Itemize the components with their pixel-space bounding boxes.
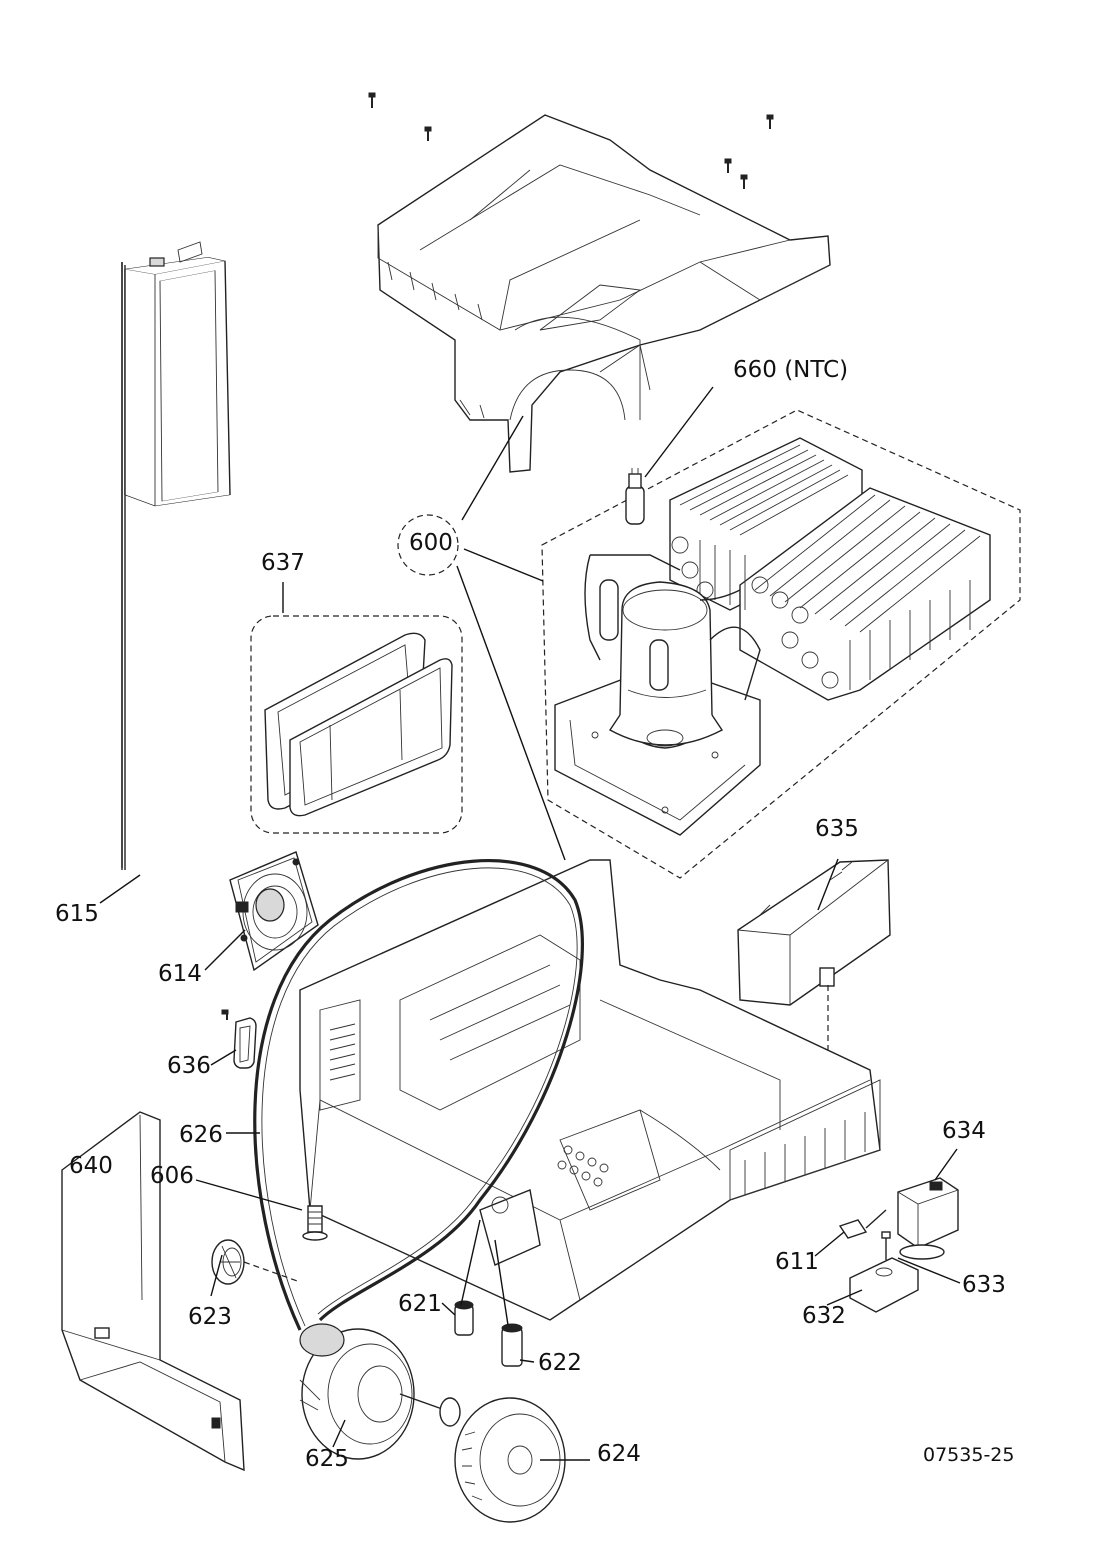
compressor [554, 554, 761, 836]
callout-640: 640 [69, 1153, 113, 1179]
panel-640 [61, 1111, 245, 1472]
callout-636: 636 [167, 1053, 211, 1079]
callout-615: 615 [55, 901, 99, 927]
callout-614: 614 [158, 961, 202, 987]
capacitor-622 [501, 1323, 523, 1367]
pulley-623-guide [243, 1261, 301, 1283]
top-housing [377, 114, 831, 473]
callout-632: 632 [802, 1303, 846, 1329]
callout-623: 623 [188, 1304, 232, 1330]
callout-622: 622 [538, 1350, 582, 1376]
callout-606: 606 [150, 1163, 194, 1189]
callout-600: 600 [409, 530, 453, 556]
refrigeration-unit-boundary [541, 409, 1021, 879]
callout-633: 633 [962, 1272, 1006, 1298]
callout-611: 611 [775, 1249, 819, 1275]
callout-624: 624 [597, 1441, 641, 1467]
gasket [264, 632, 453, 817]
pump-634 [897, 1177, 959, 1260]
callout-625: 625 [305, 1446, 349, 1472]
callout-660: 660 (NTC) [733, 357, 849, 383]
belt-626 [253, 859, 584, 1331]
callout-635: 635 [815, 816, 859, 842]
cover-635 [737, 859, 891, 1006]
float-632 [849, 1257, 919, 1313]
callout-634: 634 [942, 1118, 986, 1144]
motor-625 [299, 1323, 461, 1460]
callout-626: 626 [179, 1122, 223, 1148]
callout-637: 637 [261, 550, 305, 576]
capacitor-621 [454, 1300, 474, 1336]
pulley-623 [211, 1239, 245, 1285]
callout-621: 621 [398, 1291, 442, 1317]
pin-633 [881, 1231, 891, 1260]
filter-frame [121, 262, 126, 870]
belt-626-inner [261, 867, 578, 1327]
screw-606 [302, 1205, 328, 1241]
gasket-boundary [250, 615, 463, 834]
filter-housing-visible [124, 241, 231, 507]
base-chassis [299, 859, 881, 1321]
sensor-611 [838, 1209, 887, 1239]
fan-614 [229, 851, 319, 972]
drawing-number: 07535-25 [923, 1444, 1015, 1466]
coil-assembly [669, 437, 991, 701]
clip-636 [233, 1017, 257, 1069]
leader-lines [99, 386, 961, 1461]
ntc-sensor [625, 468, 645, 525]
